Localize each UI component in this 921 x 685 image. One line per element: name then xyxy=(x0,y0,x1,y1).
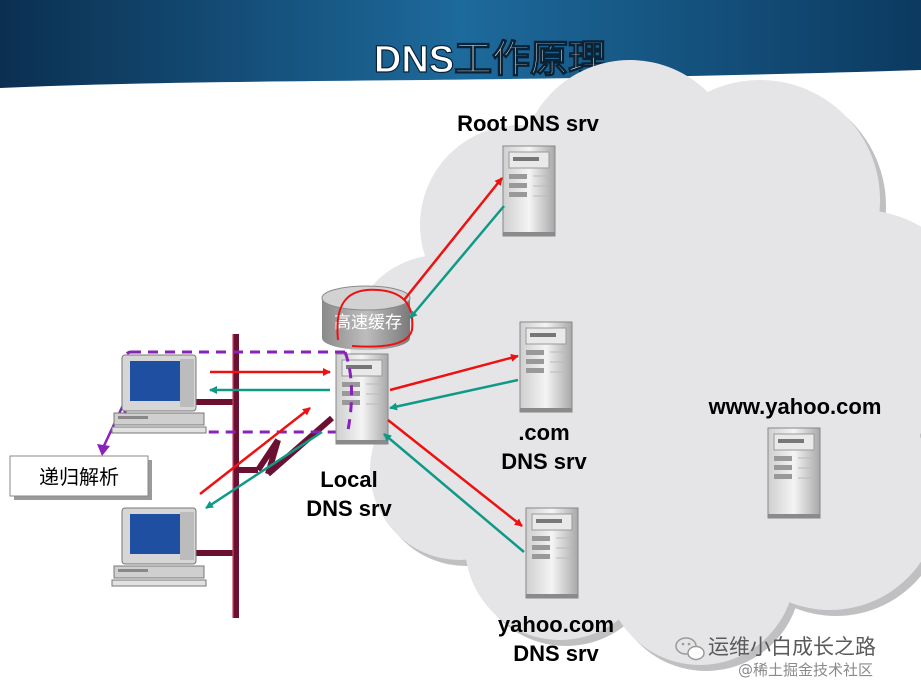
wechat-icon xyxy=(675,637,705,661)
local-server-label-line2: DNS srv xyxy=(306,496,392,521)
watermark-line2: @稀土掘金技术社区 xyxy=(738,661,873,679)
com-server-label-line2: DNS srv xyxy=(501,449,587,474)
cache-label: 高速缓存 xyxy=(334,313,402,333)
response-arrow-com xyxy=(389,378,519,411)
com-server-label-line1: .com xyxy=(518,420,569,445)
recursive-label: 递归解析 xyxy=(39,465,119,489)
watermark-line1: 运维小白成长之路 xyxy=(708,635,876,659)
server-icon xyxy=(502,145,556,237)
computer-icon xyxy=(111,507,207,587)
watermark: 运维小白成长之路 @稀土掘金技术社区 xyxy=(675,635,876,679)
lan-bus xyxy=(188,334,334,618)
www-server-label: www.yahoo.com xyxy=(708,394,882,419)
root-dns-server[interactable] xyxy=(502,145,556,237)
yahoo-server-label-line2: DNS srv xyxy=(513,641,599,666)
recursive-label-box: 递归解析 xyxy=(9,455,152,500)
recursion-pointer-head xyxy=(97,444,110,456)
request-arrow-root xyxy=(403,177,503,301)
client-computer-bottom[interactable] xyxy=(111,507,207,587)
computer-icon xyxy=(111,354,207,434)
local-server-label-line1: Local xyxy=(320,467,377,492)
yahoo-dns-server[interactable] xyxy=(525,507,579,599)
response-arrow-yahoo xyxy=(383,433,525,553)
cache-highlight-circle xyxy=(336,288,414,348)
com-dns-server[interactable] xyxy=(519,321,573,413)
server-icon xyxy=(525,507,579,599)
yahoo-server-label-line1: yahoo.com xyxy=(498,612,614,637)
request-arrow-com xyxy=(389,353,519,392)
local-dns-server[interactable] xyxy=(335,353,389,445)
recursion-dashed-box-curve xyxy=(343,351,354,431)
www-yahoo-server[interactable] xyxy=(767,427,821,519)
server-icon xyxy=(519,321,573,413)
response-arrow-root xyxy=(409,205,505,319)
request-arrow-bottom-client xyxy=(199,407,311,495)
internet-cloud-face xyxy=(350,60,921,665)
response-arrow-bottom-client xyxy=(205,430,323,510)
cache-cylinder-icon xyxy=(322,298,410,350)
page-title: DNS工作原理 xyxy=(374,39,606,81)
server-icon xyxy=(767,427,821,519)
root-server-label: Root DNS srv xyxy=(457,111,600,136)
request-arrow-yahoo xyxy=(387,419,523,527)
server-icon xyxy=(335,353,389,445)
client-computer-top[interactable] xyxy=(111,354,207,434)
